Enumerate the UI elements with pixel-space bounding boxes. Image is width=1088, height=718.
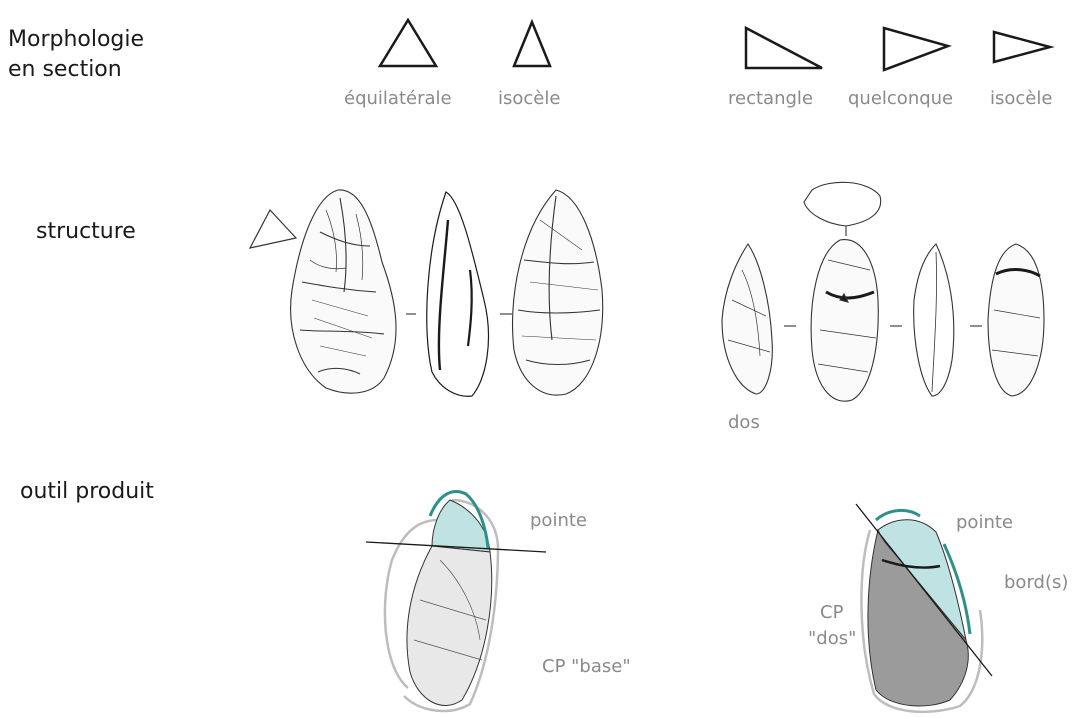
flake-left-view [722, 244, 772, 394]
section-profile-icon [250, 210, 296, 248]
triangle-isocele-right-icon [994, 32, 1050, 62]
tool-flake-dos [856, 504, 992, 712]
biface-back-view [513, 190, 603, 395]
flake-right-view [914, 244, 954, 396]
flake-front-view [811, 240, 878, 402]
triangle-quelconque-icon [884, 28, 948, 70]
biface-front-view [291, 190, 396, 393]
triangle-isocele-left-icon [514, 22, 550, 66]
flake-section-profile-icon [804, 182, 881, 226]
biface-side-view [427, 192, 489, 396]
tool-biface-pointe [366, 492, 546, 711]
triangle-rectangle-icon [746, 28, 822, 68]
flake-back-view [988, 244, 1044, 396]
triangle-equilateral-icon [380, 20, 436, 66]
